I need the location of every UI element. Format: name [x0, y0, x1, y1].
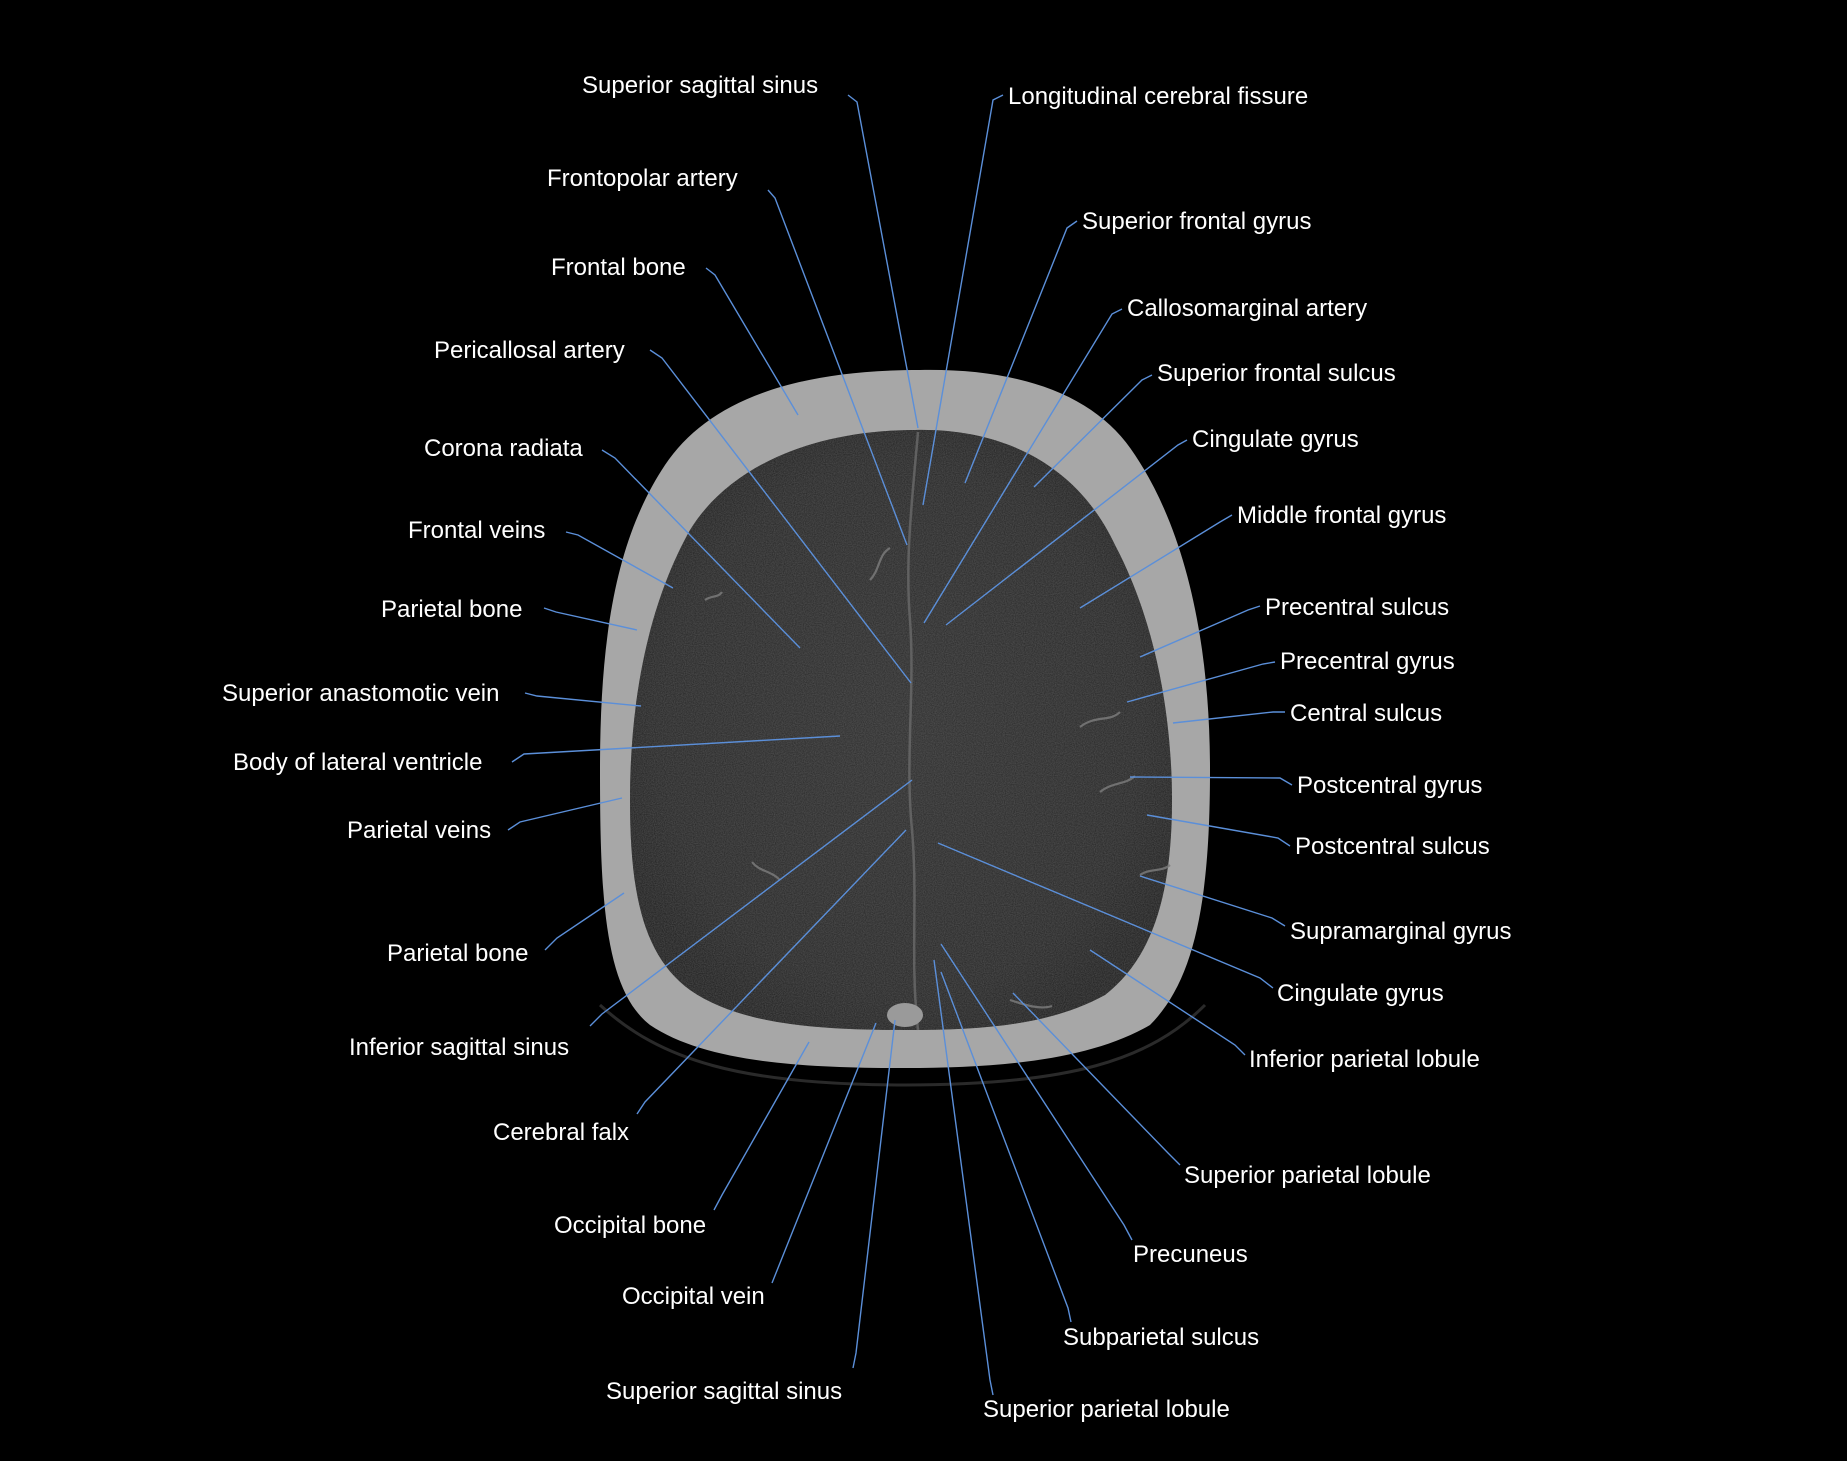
parietal-veins-label: Parietal veins: [347, 817, 491, 844]
sagittal-sinus-posterior: [887, 1003, 923, 1027]
parietal-bone-left-lower-label: Parietal bone: [387, 940, 528, 967]
postcentral-sulcus-leader-line: [1146, 814, 1291, 847]
longitudinal-cerebral-fissure-leader-line: [922, 94, 1004, 506]
supramarginal-gyrus-label: Supramarginal gyrus: [1290, 918, 1511, 945]
precentral-sulcus-label: Precentral sulcus: [1265, 594, 1449, 621]
body-of-lateral-ventricle-label: Body of lateral ventricle: [233, 749, 482, 776]
corona-radiata-leader-line: [601, 449, 801, 649]
postcentral-gyrus-leader-line: [1129, 776, 1293, 786]
parietal-bone-left-upper-label: Parietal bone: [381, 596, 522, 623]
frontopolar-artery-leader-line: [767, 189, 908, 546]
middle-frontal-gyrus-leader-line: [1079, 514, 1233, 609]
cerebral-falx-label: Cerebral falx: [493, 1119, 629, 1146]
cingulate-gyrus-lower-leader-line: [937, 842, 1274, 989]
frontopolar-artery-label: Frontopolar artery: [547, 165, 738, 192]
precuneus-label: Precuneus: [1133, 1241, 1248, 1268]
cerebral-falx-leader-line: [636, 829, 907, 1115]
frontal-veins-label: Frontal veins: [408, 517, 545, 544]
supramarginal-gyrus-leader-line: [1139, 875, 1286, 927]
pericallosal-artery-leader-line: [649, 349, 912, 684]
middle-frontal-gyrus-label: Middle frontal gyrus: [1237, 502, 1446, 529]
superior-anastomotic-vein-label: Superior anastomotic vein: [222, 680, 499, 707]
body-of-lateral-ventricle-leader-line: [511, 735, 841, 763]
inferior-sagittal-sinus-label: Inferior sagittal sinus: [349, 1034, 569, 1061]
postcentral-sulcus-label: Postcentral sulcus: [1295, 833, 1490, 860]
occipital-bone-label: Occipital bone: [554, 1212, 706, 1239]
postcentral-gyrus-label: Postcentral gyrus: [1297, 772, 1482, 799]
precuneus-leader-line: [940, 943, 1133, 1241]
cingulate-gyrus-right-leader-line: [945, 439, 1188, 626]
superior-frontal-gyrus-label: Superior frontal gyrus: [1082, 208, 1311, 235]
superior-parietal-lobule-right-leader-line: [1012, 992, 1181, 1166]
ct-scan-image: [598, 369, 1210, 1087]
corona-radiata-label: Corona radiata: [424, 435, 583, 462]
precentral-sulcus-leader-line: [1139, 605, 1261, 658]
superior-sagittal-sinus-top-label: Superior sagittal sinus: [582, 72, 818, 99]
superior-parietal-lobule-bottom-label: Superior parietal lobule: [983, 1396, 1230, 1423]
subparietal-sulcus-leader-line: [940, 971, 1072, 1323]
parietal-veins-leader-line: [507, 797, 623, 831]
longitudinal-cerebral-fissure-label: Longitudinal cerebral fissure: [1008, 83, 1308, 110]
subparietal-sulcus-label: Subparietal sulcus: [1063, 1324, 1259, 1351]
occipital-bone-leader-line: [713, 1041, 810, 1211]
inferior-parietal-lobule-label: Inferior parietal lobule: [1249, 1046, 1480, 1073]
superior-sagittal-sinus-bottom-leader-line: [852, 1019, 896, 1369]
superior-sagittal-sinus-bottom-label: Superior sagittal sinus: [606, 1378, 842, 1405]
falx-midline: [907, 431, 920, 1031]
callosomarginal-artery-label: Callosomarginal artery: [1127, 295, 1367, 322]
leader-lines: [507, 94, 1293, 1396]
frontal-bone-label: Frontal bone: [551, 254, 686, 281]
parietal-bone-left-upper-leader-line: [543, 607, 638, 631]
annotation-labels: Superior sagittal sinus Longitudinal cere…: [222, 72, 1511, 1423]
superior-sagittal-sinus-top-leader-line: [847, 94, 919, 429]
pericallosal-artery-label: Pericallosal artery: [434, 337, 625, 364]
occipital-vein-leader-line: [771, 1022, 877, 1284]
frontal-bone-leader-line: [705, 267, 799, 416]
central-sulcus-label: Central sulcus: [1290, 700, 1442, 727]
superior-anastomotic-vein-leader-line: [524, 692, 642, 707]
parietal-bone-left-lower-leader-line: [544, 892, 625, 951]
brain-texture: [630, 429, 1172, 1030]
scalp-outline: [598, 1003, 1207, 1087]
inferior-parietal-lobule-leader-line: [1089, 949, 1246, 1056]
superior-parietal-lobule-right-label: Superior parietal lobule: [1184, 1162, 1431, 1189]
precentral-gyrus-leader-line: [1126, 661, 1276, 703]
occipital-vein-label: Occipital vein: [622, 1283, 765, 1310]
inferior-sagittal-sinus-leader-line: [589, 779, 913, 1027]
superior-frontal-sulcus-leader-line: [1033, 374, 1153, 488]
cortical-vessels: [704, 547, 1171, 1009]
frontal-veins-leader-line: [565, 531, 674, 589]
central-sulcus-leader-line: [1172, 711, 1285, 724]
superior-frontal-gyrus-leader-line: [964, 220, 1078, 484]
superior-parietal-lobule-bottom-leader-line: [933, 959, 994, 1396]
callosomarginal-artery-leader-line: [923, 308, 1123, 624]
cingulate-gyrus-right-label: Cingulate gyrus: [1192, 426, 1359, 453]
superior-frontal-sulcus-label: Superior frontal sulcus: [1157, 360, 1396, 387]
cingulate-gyrus-lower-label: Cingulate gyrus: [1277, 980, 1444, 1007]
precentral-gyrus-label: Precentral gyrus: [1280, 648, 1455, 675]
